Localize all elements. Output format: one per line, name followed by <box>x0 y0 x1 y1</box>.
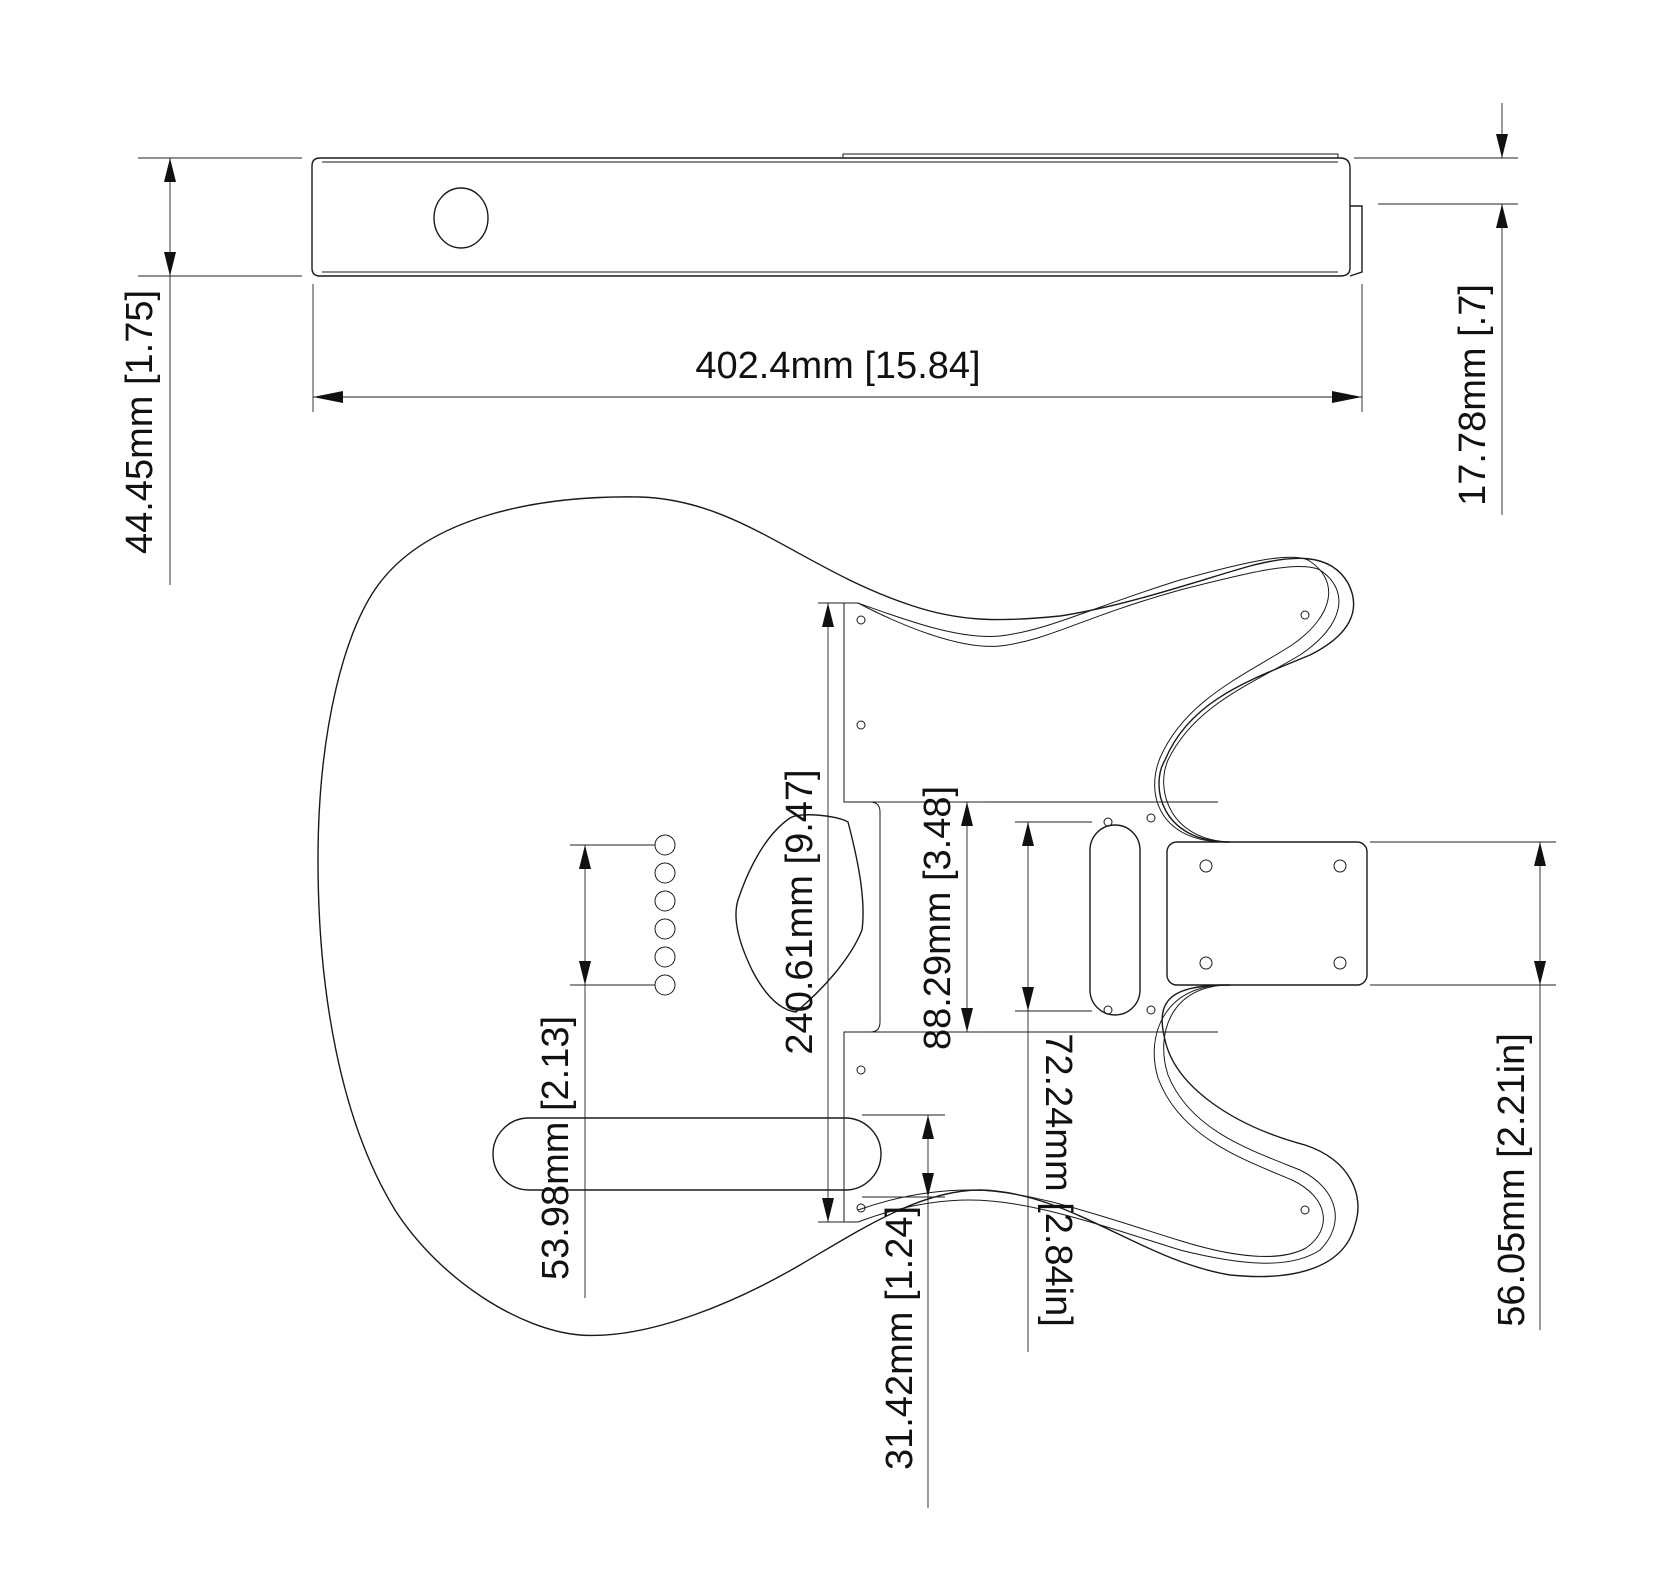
control-cavity <box>735 814 864 1013</box>
mounting-screw-holes <box>856 610 1347 1215</box>
screw-hole <box>1103 1005 1113 1015</box>
dim-body-thickness: 44.45mm [1.75] <box>119 157 302 585</box>
string-ferrule <box>654 946 676 968</box>
bridge-pickup <box>492 1117 882 1191</box>
dim-body-length: 402.4mm [15.84] <box>312 284 1363 412</box>
arrow-head <box>961 1008 973 1032</box>
dim-bridge-pickup-offset: 31.42mm [1.24] <box>862 1114 945 1508</box>
screw-hole <box>856 1203 866 1213</box>
arrow-head <box>922 1115 934 1139</box>
screw-hole <box>856 1065 866 1075</box>
side-view <box>311 153 1363 277</box>
screw-hole <box>1199 859 1213 873</box>
arrow-head <box>579 845 591 869</box>
screw-hole <box>1333 956 1347 970</box>
arrow-head <box>1534 961 1546 985</box>
dim-label-string-ferrule-span: 53.98mm [2.13] <box>535 1016 577 1280</box>
side-view-body-outline <box>311 157 1351 277</box>
arrow-head <box>1534 842 1546 866</box>
dim-label-bridge-pickup-offset: 31.42mm [1.24] <box>879 1206 921 1470</box>
side-view-inner-edge <box>322 161 1338 273</box>
screw-hole <box>856 720 866 730</box>
screw-hole <box>1300 610 1310 620</box>
screw-hole <box>1146 1005 1156 1015</box>
arrow-head <box>1496 134 1508 158</box>
arrow-head <box>164 158 176 182</box>
neck-pocket-recess <box>842 153 1339 158</box>
dim-label-pickguard-length: 240.61mm [9.47] <box>779 769 821 1054</box>
arrow-head <box>313 391 343 403</box>
string-ferrule <box>654 918 676 940</box>
pickguard-left-edge <box>843 603 881 1222</box>
screw-hole <box>856 615 866 625</box>
dim-neck-pocket-depth: 17.78mm [.7] <box>1354 103 1518 515</box>
neck-pickup <box>1089 824 1141 1016</box>
screw-hole <box>1333 859 1347 873</box>
screw-hole <box>1146 813 1156 823</box>
dim-label-pickup-spacing: 72.24mm [2.84in] <box>1037 1033 1079 1327</box>
dim-label-body-length: 402.4mm [15.84] <box>695 345 980 387</box>
arrow-head <box>579 961 591 985</box>
dim-pickguard-length: 240.61mm [9.47] <box>779 602 844 1223</box>
pickguard-lower-inner <box>857 984 1324 1257</box>
front-view <box>317 496 1368 1337</box>
screw-hole <box>1300 1205 1310 1215</box>
string-ferrule <box>654 834 676 856</box>
neck-tenon <box>1349 205 1363 277</box>
arrow-head <box>922 1173 934 1197</box>
string-ferrule <box>654 974 676 996</box>
body-outline <box>317 496 1359 1337</box>
screw-hole <box>1103 817 1113 827</box>
screw-hole <box>1199 956 1213 970</box>
arrow-head <box>1022 987 1034 1011</box>
neck-pocket <box>1166 841 1368 986</box>
dim-label-neck-pocket-width: 56.05mm [2.21in] <box>1491 1033 1533 1327</box>
dim-label-body-thickness: 44.45mm [1.75] <box>119 290 161 554</box>
arrow-head <box>1496 204 1508 228</box>
dim-label-neck-pocket-depth: 17.78mm [.7] <box>1452 284 1494 506</box>
pickguard-lower-outline <box>844 984 1336 1264</box>
dim-string-ferrule-span: 53.98mm [2.13] <box>535 844 655 1298</box>
dim-label-cavity-length: 88.29mm [3.48] <box>917 786 959 1050</box>
arrow-head <box>164 252 176 276</box>
arrow-head <box>1332 391 1362 403</box>
string-ferrule <box>654 890 676 912</box>
arrow-head <box>1022 822 1034 846</box>
arrow-head <box>961 802 973 826</box>
arrow-head <box>822 603 834 627</box>
string-ferrules <box>654 834 676 996</box>
arrow-head <box>822 1198 834 1222</box>
string-ferrule <box>654 862 676 884</box>
dim-pickup-spacing: 72.24mm [2.84in] <box>1015 821 1092 1352</box>
dim-neck-pocket-width: 56.05mm [2.21in] <box>1370 841 1556 1330</box>
pickguard-inner <box>857 556 1330 843</box>
output-jack-hole <box>433 187 489 249</box>
dim-cavity-length: 88.29mm [3.48] <box>880 786 985 1050</box>
